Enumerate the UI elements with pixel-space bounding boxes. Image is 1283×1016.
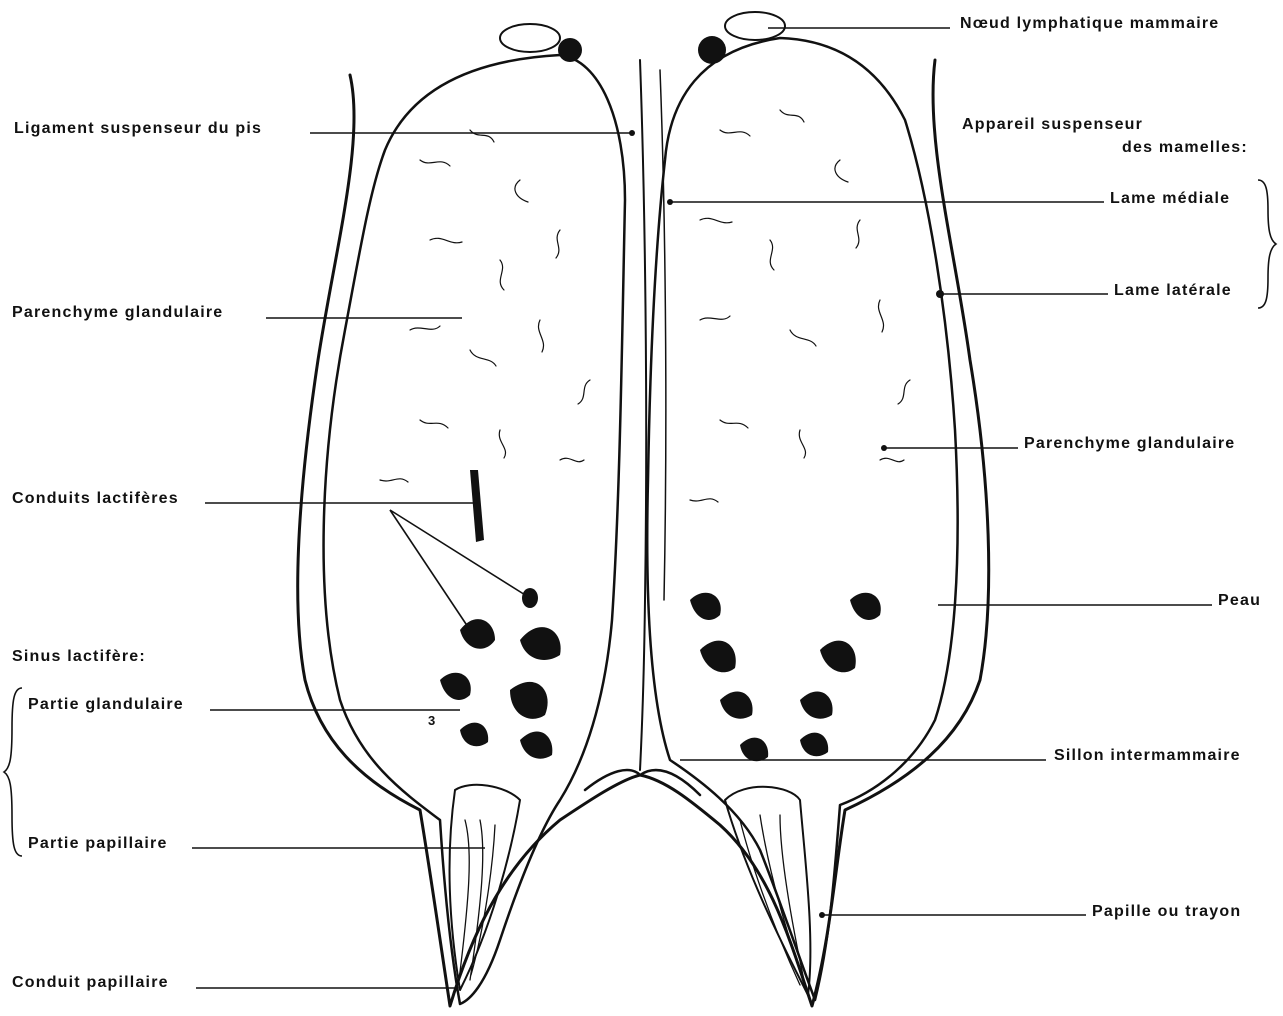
- left-teat-cistern: [450, 785, 520, 990]
- median-lamina: [640, 60, 646, 770]
- label-lame-mediale: Lame médiale: [1110, 190, 1230, 208]
- left-lymph-node: [500, 24, 560, 52]
- label-ligament-suspenseur: Ligament suspenseur du pis: [14, 120, 262, 138]
- right-parenchyme-texture: [690, 110, 910, 502]
- label-appareil-suspenseur-2: des mamelles:: [1122, 139, 1248, 157]
- label-appareil-suspenseur: Appareil suspenseur: [962, 116, 1143, 134]
- label-peau: Peau: [1218, 592, 1261, 610]
- label-noeud-lymphatique: Nœud lymphatique mammaire: [960, 15, 1219, 33]
- label-conduit-papillaire: Conduit papillaire: [12, 974, 169, 992]
- label-conduits-lactiferes: Conduits lactifères: [12, 490, 179, 508]
- left-quarter-outline: [324, 55, 625, 1004]
- label-sillon-intermammaire: Sillon intermammaire: [1054, 747, 1241, 765]
- label-papille-trayon: Papille ou trayon: [1092, 903, 1241, 921]
- right-quarter-outline: [647, 38, 957, 1000]
- label-partie-papillaire: Partie papillaire: [28, 835, 168, 853]
- label-lame-laterale: Lame latérale: [1114, 282, 1232, 300]
- left-parenchyme-texture: [380, 130, 590, 482]
- label-partie-glandulaire: Partie glandulaire: [28, 696, 184, 714]
- label-parenchyme-left: Parenchyme glandulaire: [12, 304, 223, 322]
- right-lactiferous-ducts: [690, 593, 881, 761]
- leader-lines: [4, 28, 1276, 988]
- right-lymph-node: [725, 12, 785, 40]
- left-lactiferous-ducts: [440, 470, 561, 759]
- label-marker-3: 3: [428, 712, 436, 730]
- label-parenchyme-right: Parenchyme glandulaire: [1024, 435, 1235, 453]
- label-sinus-lactifere: Sinus lactifère:: [12, 648, 146, 666]
